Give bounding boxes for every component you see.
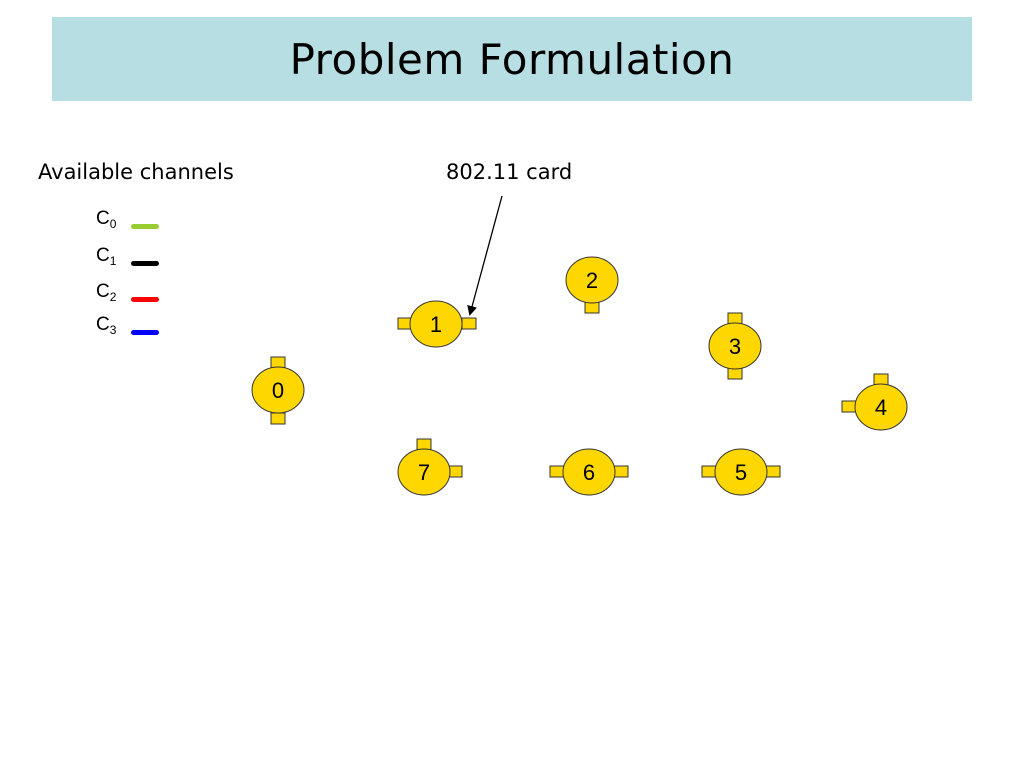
node-3-label: 3 bbox=[729, 334, 741, 359]
node-2-card-bottom bbox=[584, 301, 600, 314]
legend-line-c3 bbox=[131, 330, 159, 335]
node-5-circle bbox=[714, 448, 768, 496]
legend-label-c2: C2 bbox=[96, 281, 117, 304]
available-channels-label: Available channels bbox=[38, 160, 234, 184]
card-label: 802.11 card bbox=[446, 160, 573, 184]
node-3-card-top bbox=[727, 312, 743, 325]
node-6-circle bbox=[562, 448, 616, 496]
node-0: 0 bbox=[251, 356, 305, 425]
page-title: Problem Formulation bbox=[289, 34, 735, 84]
legend-line-c1 bbox=[131, 261, 159, 266]
node-3-card-bottom bbox=[727, 367, 743, 380]
node-1-card-right bbox=[461, 317, 477, 330]
node-7: 7 bbox=[397, 438, 463, 496]
node-4: 4 bbox=[841, 373, 908, 431]
node-0-label: 0 bbox=[272, 378, 284, 403]
legend-line-c2 bbox=[131, 297, 159, 302]
legend-item-c1: C1 bbox=[96, 245, 176, 275]
node-6-card-right bbox=[613, 465, 629, 478]
node-1-label: 1 bbox=[430, 312, 442, 337]
node-2: 2 bbox=[565, 256, 619, 314]
node-7-circle bbox=[397, 448, 451, 496]
node-4-card-top bbox=[873, 373, 889, 386]
node-1: 1 bbox=[397, 300, 477, 348]
node-4-circle bbox=[854, 383, 908, 431]
node-2-circle bbox=[565, 256, 619, 304]
legend-label-c1: C1 bbox=[96, 245, 117, 268]
node-4-label: 4 bbox=[875, 395, 887, 420]
legend-item-c0: C0 bbox=[96, 208, 176, 238]
node-5-card-right bbox=[765, 465, 781, 478]
title-bar: Problem Formulation bbox=[52, 17, 972, 101]
legend-label-c3: C3 bbox=[96, 314, 117, 337]
node-1-circle bbox=[409, 300, 463, 348]
node-0-card-bottom bbox=[270, 412, 286, 425]
node-3: 3 bbox=[708, 312, 762, 380]
legend-line-c0 bbox=[131, 224, 159, 229]
node-5-label: 5 bbox=[735, 460, 747, 485]
node-0-card-top bbox=[270, 356, 286, 369]
node-6: 6 bbox=[549, 448, 629, 496]
node-5-card-left bbox=[701, 465, 717, 478]
card-arrow bbox=[467, 195, 503, 316]
node-2-label: 2 bbox=[586, 268, 598, 293]
node-5: 5 bbox=[701, 448, 781, 496]
node-6-label: 6 bbox=[583, 460, 595, 485]
node-6-card-left bbox=[549, 465, 565, 478]
legend-item-c3: C3 bbox=[96, 314, 176, 344]
node-4-card-left bbox=[841, 400, 857, 413]
node-3-circle bbox=[708, 322, 762, 370]
legend-item-c2: C2 bbox=[96, 281, 176, 311]
node-0-circle bbox=[251, 366, 305, 414]
legend-label-c0: C0 bbox=[96, 208, 117, 231]
node-7-label: 7 bbox=[418, 460, 430, 485]
node-7-card-top bbox=[416, 438, 432, 451]
